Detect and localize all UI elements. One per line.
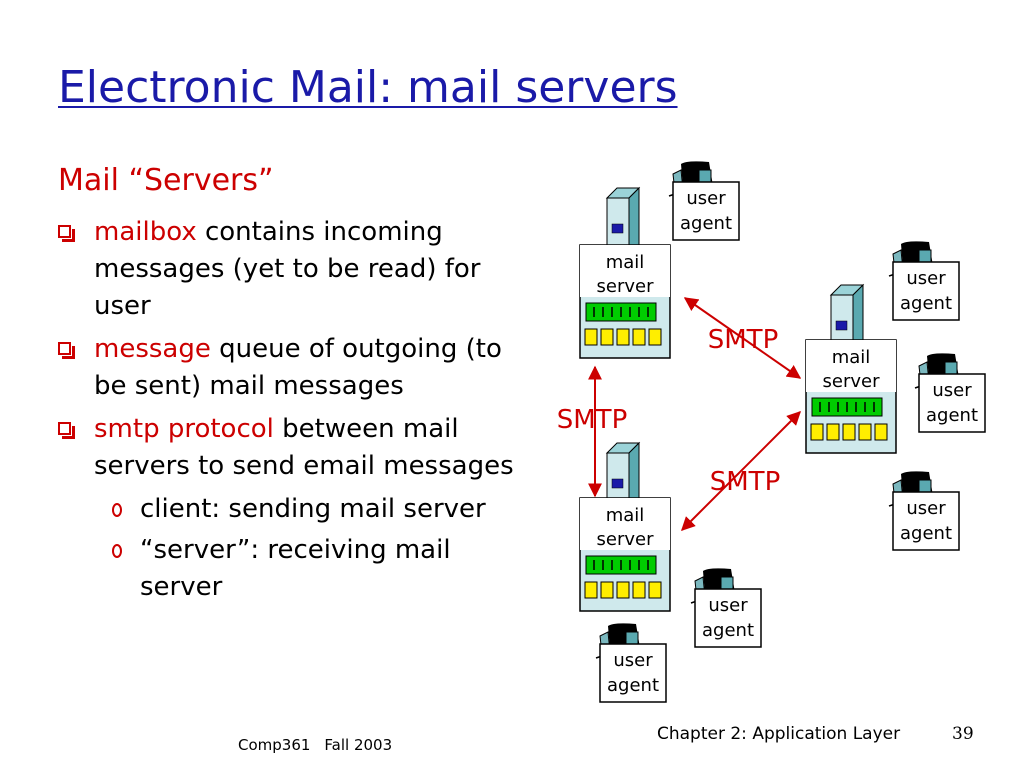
sub-bullet-client: client: sending mail server — [56, 491, 526, 528]
server-label-line2: server — [597, 529, 655, 550]
agent-label-line2: agent — [607, 675, 659, 696]
sub-bullet-text: “server”: receiving mail server — [140, 535, 451, 602]
agent-label-line1: user — [708, 595, 748, 616]
ring-bullet-icon — [112, 503, 122, 517]
agent-label-line2: agent — [702, 620, 754, 641]
user-agent-2: user agent — [888, 240, 960, 321]
footer-course: Comp361 Fall 2003 — [238, 736, 392, 754]
agent-label-line2: agent — [900, 293, 952, 314]
mail-server-bottom: mail server — [579, 442, 671, 612]
sub-bullet-list: client: sending mail server “server”: re… — [56, 491, 526, 606]
footer-term: Fall 2003 — [324, 736, 393, 754]
slide-subtitle: Mail “Servers” — [58, 163, 274, 198]
smtp-arrow-bottom-right — [681, 411, 801, 531]
user-agent-3: user agent — [914, 352, 986, 433]
footer-chapter: Chapter 2: Application Layer — [657, 724, 901, 744]
footer-course-name: Comp361 — [238, 736, 311, 754]
agent-label-line1: user — [906, 268, 946, 289]
bullet-keyword: message — [94, 334, 211, 364]
server-label-line2: server — [823, 371, 881, 392]
sub-bullet-text: client: sending mail server — [140, 494, 486, 524]
bullet-text: between mail servers to send email messa… — [94, 414, 514, 481]
agent-label-line1: user — [932, 380, 972, 401]
agent-label-line1: user — [686, 188, 726, 209]
agent-label-line2: agent — [680, 213, 732, 234]
agent-label-line2: agent — [926, 405, 978, 426]
smtp-label-left: SMTP — [557, 405, 628, 435]
bullet-smtp-protocol: smtp protocol between mail servers to se… — [56, 411, 526, 485]
mail-server-top-left: mail server — [579, 187, 671, 359]
bullet-message-queue: message queue of outgoing (to be sent) m… — [56, 331, 526, 405]
ring-bullet-icon — [112, 544, 122, 558]
user-agent-5: user agent — [690, 567, 762, 648]
server-label-line1: mail — [606, 252, 645, 273]
slide-title: Electronic Mail: mail servers — [58, 62, 678, 113]
user-agent-1: user agent — [668, 160, 740, 241]
mail-server-right: mail server — [805, 284, 897, 454]
bullet-text: contains incoming messages (yet to be re… — [94, 217, 481, 321]
smtp-label-top: SMTP — [708, 325, 779, 355]
smtp-label-bottom: SMTP — [710, 467, 781, 497]
bullet-keyword: smtp protocol — [94, 414, 274, 444]
bullet-text: queue of outgoing (to be sent) mail mess… — [94, 334, 502, 401]
server-label-line1: mail — [606, 505, 645, 526]
agent-label-line2: agent — [900, 523, 952, 544]
box-bullet-icon — [58, 225, 75, 242]
user-agent-4: user agent — [888, 470, 960, 551]
agent-label-line1: user — [613, 650, 653, 671]
bullet-keyword: mailbox — [94, 217, 197, 247]
smtp-arrow-top-right — [683, 297, 802, 379]
bullet-list: mailbox contains incoming messages (yet … — [56, 214, 526, 610]
user-agent-6: user agent — [595, 622, 667, 703]
bullet-mailbox: mailbox contains incoming messages (yet … — [56, 214, 526, 325]
agent-label-line1: user — [906, 498, 946, 519]
box-bullet-icon — [58, 422, 75, 439]
server-label-line2: server — [597, 276, 655, 297]
sub-bullet-server: “server”: receiving mail server — [56, 532, 526, 606]
box-bullet-icon — [58, 342, 75, 359]
page-number: 39 — [952, 724, 974, 744]
server-label-line1: mail — [832, 347, 871, 368]
